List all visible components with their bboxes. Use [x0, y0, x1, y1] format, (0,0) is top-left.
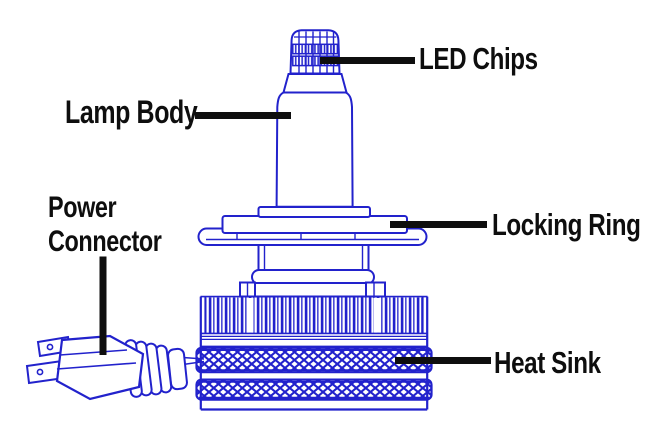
heat-sink-leader-line: [395, 357, 491, 364]
power-connector-label-line1: Power: [48, 191, 117, 224]
heat-sink-drawing: [195, 295, 433, 411]
lamp-body-label: Lamp Body: [65, 94, 198, 130]
power-connector-leader-line: [99, 256, 107, 355]
bulb-mount-drawing: [239, 241, 386, 298]
plug-body: [55, 334, 145, 401]
led-chip-row: [292, 43, 340, 55]
power-connector-label-line2: Connector: [48, 225, 162, 258]
locking-ring-label: Locking Ring: [492, 207, 641, 242]
led-chips-leader-line: [320, 57, 415, 64]
heat-sink-fins: [206, 297, 422, 333]
locking-ring-leader-line: [390, 221, 487, 228]
heat-sink-label: Heat Sink: [494, 345, 601, 380]
lamp-body-drawing: [275, 73, 354, 208]
locking-ring-drawing: [197, 206, 428, 246]
lamp-cap: [282, 73, 348, 94]
power-connector-label: Power Connector: [48, 191, 162, 259]
heat-sink-knurl-band: [195, 378, 433, 401]
lamp-body-leader-line: [195, 112, 291, 119]
power-plug-drawing: [25, 334, 205, 401]
led-chip-head-drawing: [289, 29, 341, 75]
led-chips-label: LED Chips: [419, 41, 538, 76]
heat-sink-knurl-band: [195, 346, 433, 374]
